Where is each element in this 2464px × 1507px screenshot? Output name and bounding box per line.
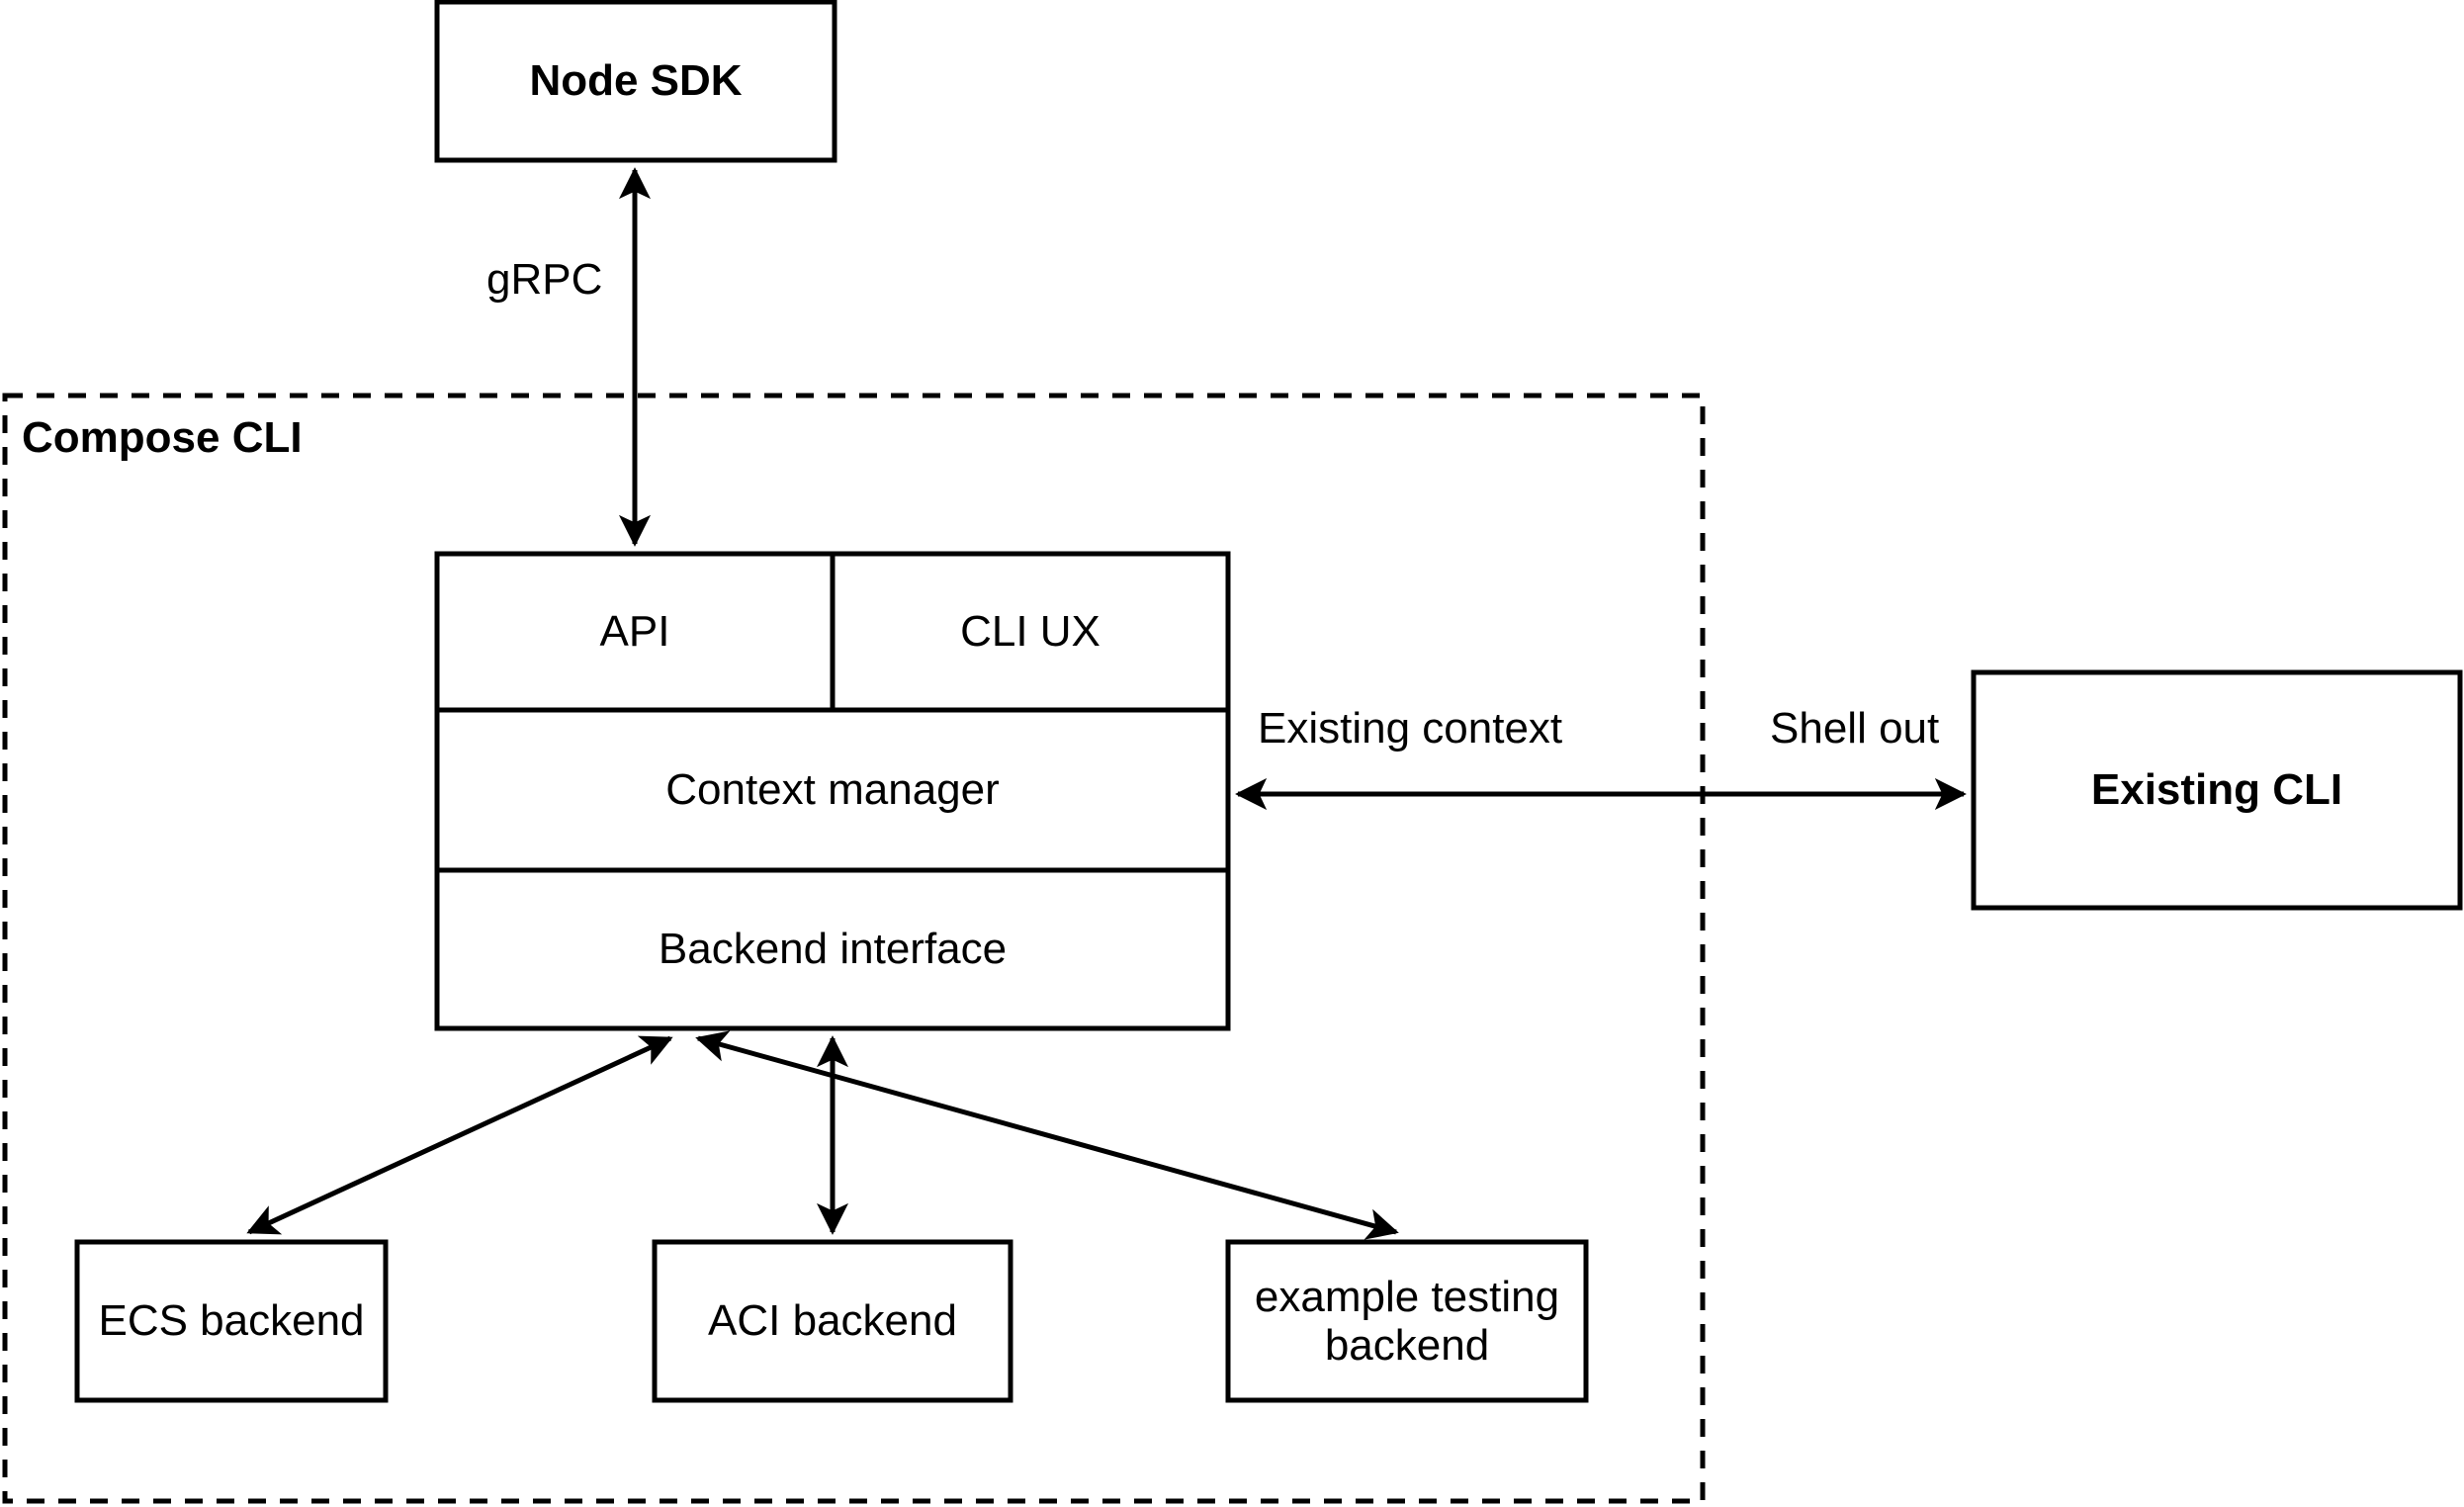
edge-example-testing-backend <box>695 1030 1399 1240</box>
existing-cli-box[interactable] <box>1971 669 2463 911</box>
compose-cli-group-label: Compose CLI <box>22 413 303 462</box>
ecs-backend-label: ECS backend <box>98 1296 365 1346</box>
node-sdk-box[interactable] <box>434 0 837 163</box>
aci-backend-box[interactable] <box>652 1239 1013 1403</box>
existing-cli-label: Existing CLI <box>2090 765 2343 815</box>
cli-ux-label: CLI UX <box>960 607 1100 657</box>
edge-label-existing-context: Existing context <box>1258 704 1563 753</box>
ecs-backend-box[interactable] <box>74 1239 389 1403</box>
api-label: API <box>599 607 670 657</box>
example-testing-backend-box[interactable] <box>1225 1239 1589 1403</box>
edge-ecs-backend <box>246 1035 673 1235</box>
backend-interface-label: Backend interface <box>658 925 1008 974</box>
example-testing-backend-label: example testing backend <box>1254 1272 1560 1370</box>
edge-label-shell-out: Shell out <box>1770 704 1940 753</box>
node-sdk-label: Node SDK <box>529 56 743 106</box>
aci-backend-label: ACI backend <box>708 1296 957 1346</box>
compose-cli-group-border <box>2 393 1706 1504</box>
context-manager-label: Context manager <box>665 765 1000 815</box>
edge-label-grpc: gRPC <box>486 255 603 304</box>
